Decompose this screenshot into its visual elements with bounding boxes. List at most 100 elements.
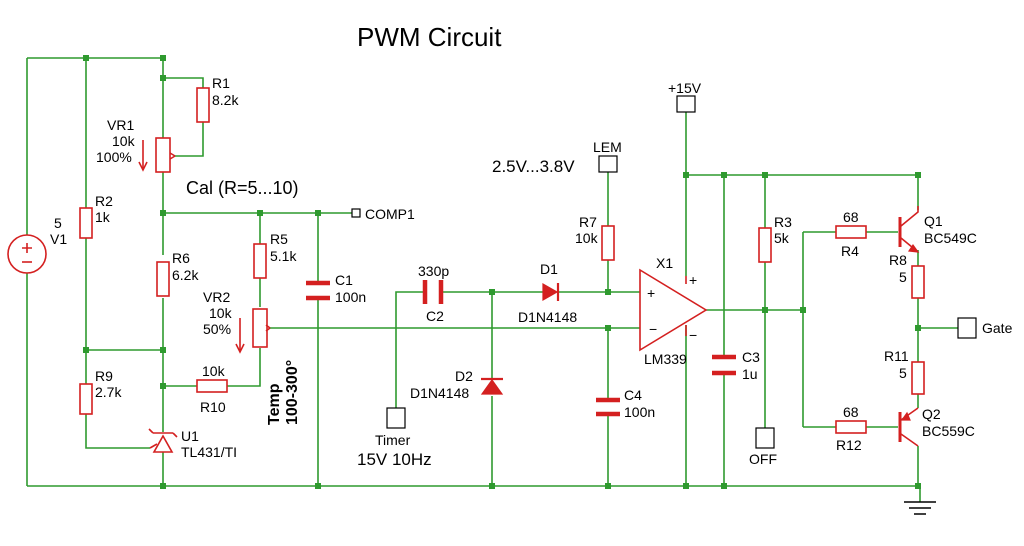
timer-freq: 15V 10Hz bbox=[357, 450, 432, 469]
r10-value: 10k bbox=[202, 363, 226, 379]
terminal-timer[interactable]: Timer 15V 10Hz bbox=[357, 407, 432, 469]
r12-value: 68 bbox=[843, 404, 859, 420]
c3-ref: C3 bbox=[742, 349, 760, 365]
vr1-pct: 100% bbox=[96, 149, 132, 165]
terminal-lem[interactable]: LEM bbox=[593, 139, 622, 173]
vr2-value: 10k bbox=[209, 305, 233, 321]
cal-note: Cal (R=5...10) bbox=[186, 178, 299, 198]
u1-part: TL431/TI bbox=[181, 444, 237, 460]
r2-ref: R2 bbox=[95, 193, 113, 209]
c2-ref: C2 bbox=[426, 308, 444, 324]
temp-range-label: 100-300° bbox=[284, 360, 301, 425]
temp-label: Temp bbox=[266, 383, 283, 425]
terminal-gate[interactable]: Gate bbox=[957, 317, 1013, 339]
c2-value: 330p bbox=[418, 263, 449, 279]
r2-value: 1k bbox=[95, 209, 111, 225]
v1-ref: V1 bbox=[50, 231, 67, 247]
transistor-q2[interactable]: Q2 BC559C bbox=[898, 406, 975, 447]
x1-supply-plus: + bbox=[689, 272, 697, 288]
capacitor-c3[interactable]: C3 1u bbox=[712, 349, 760, 382]
resistor-r3[interactable]: R3 5k bbox=[758, 214, 792, 263]
resistor-r5[interactable]: R5 5.1k bbox=[253, 231, 297, 279]
r7-ref: R7 bbox=[579, 214, 597, 230]
x1-supply-minus: − bbox=[689, 327, 697, 343]
resistor-r7[interactable]: R7 10k bbox=[575, 214, 615, 261]
vr2-ref: VR2 bbox=[203, 289, 230, 305]
r6-ref: R6 bbox=[172, 250, 190, 266]
c1-ref: C1 bbox=[335, 272, 353, 288]
page-title: PWM Circuit bbox=[357, 22, 502, 52]
capacitor-c4[interactable]: C4 100n bbox=[596, 387, 655, 420]
resistor-r11[interactable]: R11 5 bbox=[884, 348, 925, 395]
d1-part: D1N4148 bbox=[518, 309, 577, 325]
c1-value: 100n bbox=[335, 289, 366, 305]
d2-part: D1N4148 bbox=[410, 385, 469, 401]
vr2-pct: 50% bbox=[203, 321, 231, 337]
d2-ref: D2 bbox=[455, 368, 473, 384]
q1-part: BC549C bbox=[924, 230, 977, 246]
x1-ref: X1 bbox=[656, 255, 673, 271]
timer-label: Timer bbox=[375, 432, 411, 448]
resistor-r4[interactable]: 68 R4 bbox=[835, 209, 867, 259]
resistor-r6[interactable]: R6 6.2k bbox=[156, 250, 199, 297]
r4-ref: R4 bbox=[841, 243, 859, 259]
junction-dots bbox=[83, 55, 921, 489]
resistor-r9[interactable]: R9 2.7k bbox=[79, 368, 122, 415]
r1-value: 8.2k bbox=[212, 92, 239, 108]
lem-range-note: 2.5V...3.8V bbox=[492, 157, 575, 176]
wires bbox=[26, 57, 958, 502]
resistor-r12[interactable]: 68 R12 bbox=[835, 404, 867, 453]
q2-part: BC559C bbox=[922, 423, 975, 439]
d1-ref: D1 bbox=[540, 261, 558, 277]
u1-ref: U1 bbox=[181, 428, 199, 444]
resistor-r2[interactable]: R2 1k bbox=[79, 193, 113, 239]
r8-ref: R8 bbox=[889, 252, 907, 268]
r3-ref: R3 bbox=[774, 214, 792, 230]
r9-value: 2.7k bbox=[95, 384, 122, 400]
resistor-r8[interactable]: R8 5 bbox=[889, 252, 925, 299]
v1-value: 5 bbox=[54, 215, 62, 231]
resistor-r1[interactable]: R1 8.2k bbox=[196, 75, 239, 123]
r3-value: 5k bbox=[774, 230, 790, 246]
r10-ref: R10 bbox=[200, 399, 226, 415]
ground-icon bbox=[904, 501, 936, 515]
plus-icon bbox=[22, 243, 32, 253]
r4-value: 68 bbox=[843, 209, 859, 225]
capacitor-c1[interactable]: C1 100n bbox=[306, 272, 366, 305]
x1-minus-input: − bbox=[649, 321, 657, 337]
terminal-off[interactable]: OFF bbox=[749, 427, 777, 467]
comp1-label: COMP1 bbox=[365, 206, 415, 222]
q2-ref: Q2 bbox=[922, 406, 941, 422]
r6-value: 6.2k bbox=[172, 267, 199, 283]
potentiometer-vr2[interactable]: VR2 10k 50% bbox=[203, 289, 271, 354]
r11-ref: R11 bbox=[884, 348, 909, 364]
r11-value: 5 bbox=[899, 365, 907, 381]
potentiometer-vr1[interactable]: VR1 10k 100% bbox=[96, 117, 176, 173]
comparator-x1[interactable]: + − + − X1 LM339 bbox=[639, 255, 708, 367]
diode-d1[interactable]: D1 D1N4148 bbox=[518, 261, 577, 325]
c4-ref: C4 bbox=[624, 387, 642, 403]
resistor-r10[interactable]: 10k R10 bbox=[196, 363, 228, 415]
vr1-value: 10k bbox=[112, 133, 136, 149]
r9-ref: R9 bbox=[95, 368, 113, 384]
gate-label: Gate bbox=[982, 320, 1013, 336]
x1-part: LM339 bbox=[644, 351, 687, 367]
c4-value: 100n bbox=[624, 404, 655, 420]
off-label: OFF bbox=[749, 451, 777, 467]
vr1-ref: VR1 bbox=[107, 117, 134, 133]
r8-value: 5 bbox=[899, 269, 907, 285]
x1-plus-input: + bbox=[647, 285, 655, 301]
r5-ref: R5 bbox=[270, 231, 288, 247]
terminal-comp1[interactable]: COMP1 bbox=[351, 206, 415, 222]
terminal-15v[interactable]: +15V bbox=[668, 80, 702, 113]
r12-ref: R12 bbox=[836, 437, 862, 453]
shunt-regulator-u1[interactable]: U1 TL431/TI bbox=[148, 428, 237, 460]
capacitor-c2[interactable]: 330p C2 bbox=[418, 263, 449, 324]
lem-label: LEM bbox=[593, 139, 622, 155]
q1-ref: Q1 bbox=[924, 213, 943, 229]
c3-value: 1u bbox=[742, 366, 758, 382]
voltage-source-v1[interactable]: 5 V1 bbox=[7, 215, 67, 274]
diode-d2[interactable]: D2 D1N4148 bbox=[410, 368, 504, 401]
transistor-q1[interactable]: Q1 BC549C bbox=[898, 206, 977, 253]
